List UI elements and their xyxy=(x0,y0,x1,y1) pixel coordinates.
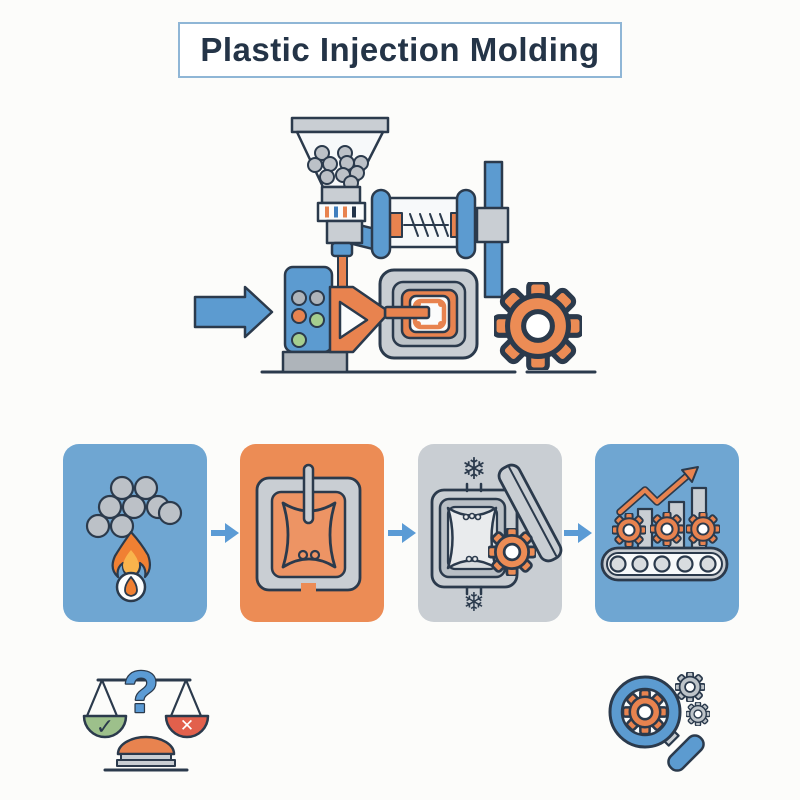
small-gear-icon xyxy=(686,702,710,726)
snowflake-icon: ❄ xyxy=(463,588,485,618)
check-icon: ✓ xyxy=(96,715,114,740)
ejector-gear-icon xyxy=(488,528,536,576)
card-background xyxy=(63,444,207,622)
pros-cons-balance-icon: ✓ ✕ ? xyxy=(82,659,210,772)
flame-icon xyxy=(111,530,152,603)
snowflake-icon: ❄ xyxy=(461,452,486,487)
step-card-1 xyxy=(63,444,207,622)
question-mark-icon: ? xyxy=(123,660,158,725)
barrel-with-screw xyxy=(370,160,510,299)
gear-icon xyxy=(612,513,646,547)
filled-mold-icon xyxy=(255,463,362,592)
pros-pan xyxy=(82,714,128,739)
gear-icon xyxy=(650,512,684,546)
control-panel xyxy=(281,265,349,374)
page-title: Plastic Injection Molding xyxy=(200,31,600,68)
conveyor-output-icon xyxy=(600,466,729,582)
gear-inspection-magnifier-icon xyxy=(608,672,710,772)
nozzle-block xyxy=(325,219,364,288)
drive-gear-icon xyxy=(494,282,582,370)
step-arrow-icon xyxy=(564,523,592,543)
pellets-icon xyxy=(85,475,183,539)
cons-pan xyxy=(164,714,210,739)
step-card-2 xyxy=(240,444,384,622)
conveyor-belt xyxy=(600,546,729,582)
growth-arrow-icon xyxy=(616,466,699,516)
inspected-gear-icon xyxy=(623,690,667,734)
step-arrow-icon xyxy=(388,523,416,543)
small-gear-icon xyxy=(675,672,705,702)
step-card-3: ❄ ❄ xyxy=(418,444,563,622)
injection-cone xyxy=(328,285,387,354)
sprue-pin xyxy=(302,463,315,525)
runner-channel xyxy=(383,305,431,320)
cross-icon: ✕ xyxy=(180,716,194,736)
step-card-4 xyxy=(595,444,739,622)
feed-arrow-icon xyxy=(193,285,274,339)
magnifier-handle xyxy=(667,734,705,772)
title-box: Plastic Injection Molding xyxy=(178,22,622,78)
heater-indicator xyxy=(316,201,367,223)
balance-base-dome xyxy=(116,735,176,756)
injection-molding-machine-illustration xyxy=(193,116,597,374)
gear-icon xyxy=(686,512,720,546)
screw xyxy=(403,213,449,237)
cooling-open-mold-icon: ❄ ❄ xyxy=(430,452,563,618)
hopper-icon xyxy=(290,116,390,205)
open-mold-half-slab xyxy=(497,463,563,563)
step-arrow-icon xyxy=(211,523,239,543)
